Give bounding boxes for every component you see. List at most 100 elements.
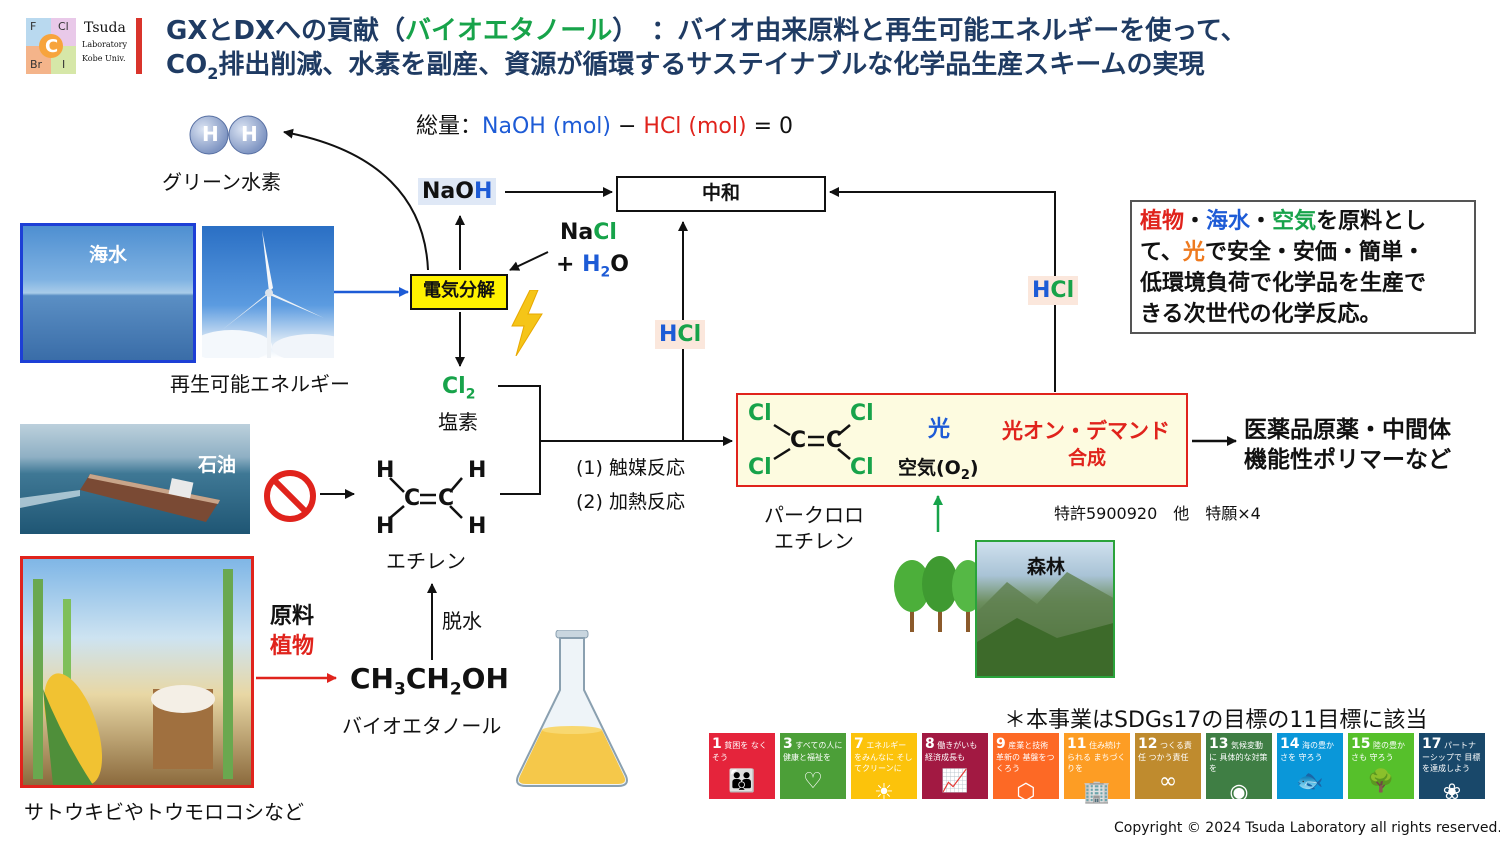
sdg-text: エネルギーをみんなに そしてクリーンに	[854, 741, 913, 773]
sdg-tile: 9 産業と技術革新の 基盤をつくろう⬡	[993, 733, 1059, 805]
info-plants: 植物	[1140, 209, 1185, 234]
air-label: 空気(O2)	[898, 453, 979, 483]
sdg-num: 12	[1138, 736, 1158, 752]
nacl-cl: Cl	[593, 220, 617, 245]
sdg-tile: 11 住み続けられる まちづくりを🏢	[1064, 733, 1130, 805]
prohibited-icon	[264, 470, 316, 522]
sdg-icon: 🐟	[1296, 769, 1324, 794]
air-pre: 空気(O	[898, 457, 961, 479]
sdg-tile: 12 つくる責任 つかう責任∞	[1135, 733, 1201, 799]
title-co-sub: 2	[207, 64, 219, 84]
info-line3: 低環境負荷で化学品を生産で	[1140, 271, 1427, 296]
nacl-na: Na	[560, 220, 594, 245]
naoh-h: H	[473, 179, 493, 204]
hydrogen-atom-1: H	[202, 122, 219, 146]
trees-icon	[894, 556, 984, 632]
sdg-num: 8	[925, 736, 935, 752]
info-air: 空気	[1272, 209, 1317, 234]
info-line2: て、光で安全・安価・簡単・	[1140, 237, 1466, 268]
air-sub: 2	[960, 467, 970, 483]
dehydration-label: 脱水	[442, 609, 482, 633]
forest-photo: 森林	[975, 540, 1115, 678]
sdgs-tiles: 1 貧困を なくそう👪 3 すべての人に 健康と福祉を♡ 7 エネルギーをみんな…	[709, 733, 1489, 805]
reaction-catalytic: (1) 触媒反応	[576, 457, 685, 479]
logo-line3: Kobe Univ.	[82, 54, 126, 63]
pce-label-2: エチレン	[774, 529, 854, 553]
sdg-num: 3	[783, 736, 793, 752]
crops-label: サトウキビやトウモロコシなど	[24, 800, 304, 824]
pce-c2: C	[826, 428, 843, 453]
pce-cl4: Cl	[850, 455, 874, 480]
wind-turbine-icon	[202, 230, 334, 358]
hcl-right-cl: Cl	[1050, 278, 1075, 303]
forest-label: 森林	[1027, 556, 1066, 578]
sdg-icon: 👪	[728, 769, 756, 794]
water-o: O	[610, 252, 629, 277]
sdg-tile: 13 気候変動に 具体的な対策を◉	[1206, 733, 1272, 805]
hcl-right-h: H	[1032, 278, 1051, 303]
info-light: 光	[1182, 240, 1205, 265]
sdg-text: 産業と技術革新の 基盤をつくろう	[996, 741, 1055, 773]
pce-c1: C	[790, 428, 807, 453]
ethylene-structure: H H H H C C	[366, 456, 496, 542]
sdg-text: 気候変動に 具体的な対策を	[1209, 741, 1268, 773]
sdg-tile: 14 海の豊かさを 守ろう 🐟	[1277, 733, 1343, 799]
ethylene-label: エチレン	[386, 549, 466, 573]
water-plus: +	[556, 252, 583, 277]
sdg-icon: ❀	[1442, 780, 1462, 805]
sdg-tile: 15 陸の豊かさも 守ろう🌳	[1348, 733, 1414, 799]
info-box: 植物・海水・空気を原料とし て、光で安全・安価・簡単・ 低環境負荷で化学品を生産…	[1130, 200, 1476, 334]
ethanol-sub3: 3	[393, 679, 406, 700]
title-line1: GXとDXへの貢献（バイオエタノール） ：バイオ由来原料と再生可能エネルギーを使…	[166, 14, 1247, 48]
info-line1: 植物・海水・空気を原料とし	[1140, 206, 1466, 237]
hydrogen-molecule-icon: H H	[188, 114, 272, 156]
total-naoh: NaOH (mol)	[482, 114, 611, 139]
ethanol-ch-a: CH	[350, 662, 394, 695]
water-sub: 2	[600, 264, 611, 281]
sdg-icon: ∞	[1158, 769, 1178, 794]
sdg-text: 海の豊かさを 守ろう	[1280, 741, 1335, 762]
light-label: 光	[928, 417, 951, 442]
pce-cl3: Cl	[850, 401, 874, 426]
title-line2-post: 排出削減、水素を副産、資源が循環するサステイナブルな化学品生産スキームの実現	[218, 50, 1205, 80]
sdg-tile: 17 パートナーシップで 目標を達成しよう❀	[1419, 733, 1485, 805]
sdg-text: 住み続けられる まちづくりを	[1067, 741, 1126, 773]
copyright: Copyright © 2024 Tsuda Laboratory all ri…	[1114, 820, 1500, 836]
chlorine-formula: Cl2	[442, 374, 475, 402]
info-t1: を原料とし	[1316, 209, 1427, 234]
info-seawater: 海水	[1206, 209, 1251, 234]
lightning-icon	[511, 290, 543, 356]
petroleum-label: 石油	[198, 454, 237, 476]
patent-label: 特許5900920 他 特願×4	[1054, 504, 1261, 523]
corn-sugarcane-icon	[33, 569, 233, 785]
title-line1-post: ） ：バイオ由来原料と再生可能エネルギーを使って、	[612, 16, 1247, 46]
info-sep1: ・	[1184, 209, 1207, 234]
seawater-label: 海水	[89, 244, 128, 266]
ethylene-h1: H	[376, 458, 395, 483]
sdg-num: 11	[1067, 736, 1087, 752]
water-h: H	[582, 252, 601, 277]
sdg-text: すべての人に 健康と福祉を	[783, 741, 843, 762]
sdg-num: 13	[1209, 736, 1229, 752]
title-co: CO	[166, 50, 208, 80]
ethanol-oh: OH	[461, 662, 509, 695]
sdg-icon: 🌳	[1367, 769, 1395, 794]
chlorine-sub: 2	[465, 386, 476, 403]
pce-bonds	[773, 423, 851, 461]
sdg-num: 9	[996, 736, 1006, 752]
logo-graphic	[26, 18, 142, 74]
total-minus: −	[610, 114, 644, 139]
electrolysis-label: 電気分解	[423, 280, 495, 301]
chlorine-cl: Cl	[442, 374, 466, 399]
petroleum-tanker-photo: 石油	[20, 424, 250, 534]
sdg-num: 17	[1422, 736, 1442, 752]
pce-label-1: パークロロ	[764, 503, 864, 527]
pce-cl1: Cl	[748, 401, 772, 426]
page-title: GXとDXへの貢献（バイオエタノール） ：バイオ由来原料と再生可能エネルギーを使…	[166, 14, 1247, 91]
sdg-num: 14	[1280, 736, 1300, 752]
tanker-icon	[20, 474, 220, 522]
logo-letter-f: F	[30, 20, 37, 33]
logo-letter-cl: Cl	[58, 20, 69, 33]
nacl-formula: NaCl	[560, 220, 617, 245]
hcl-right: HCl	[1028, 276, 1079, 305]
